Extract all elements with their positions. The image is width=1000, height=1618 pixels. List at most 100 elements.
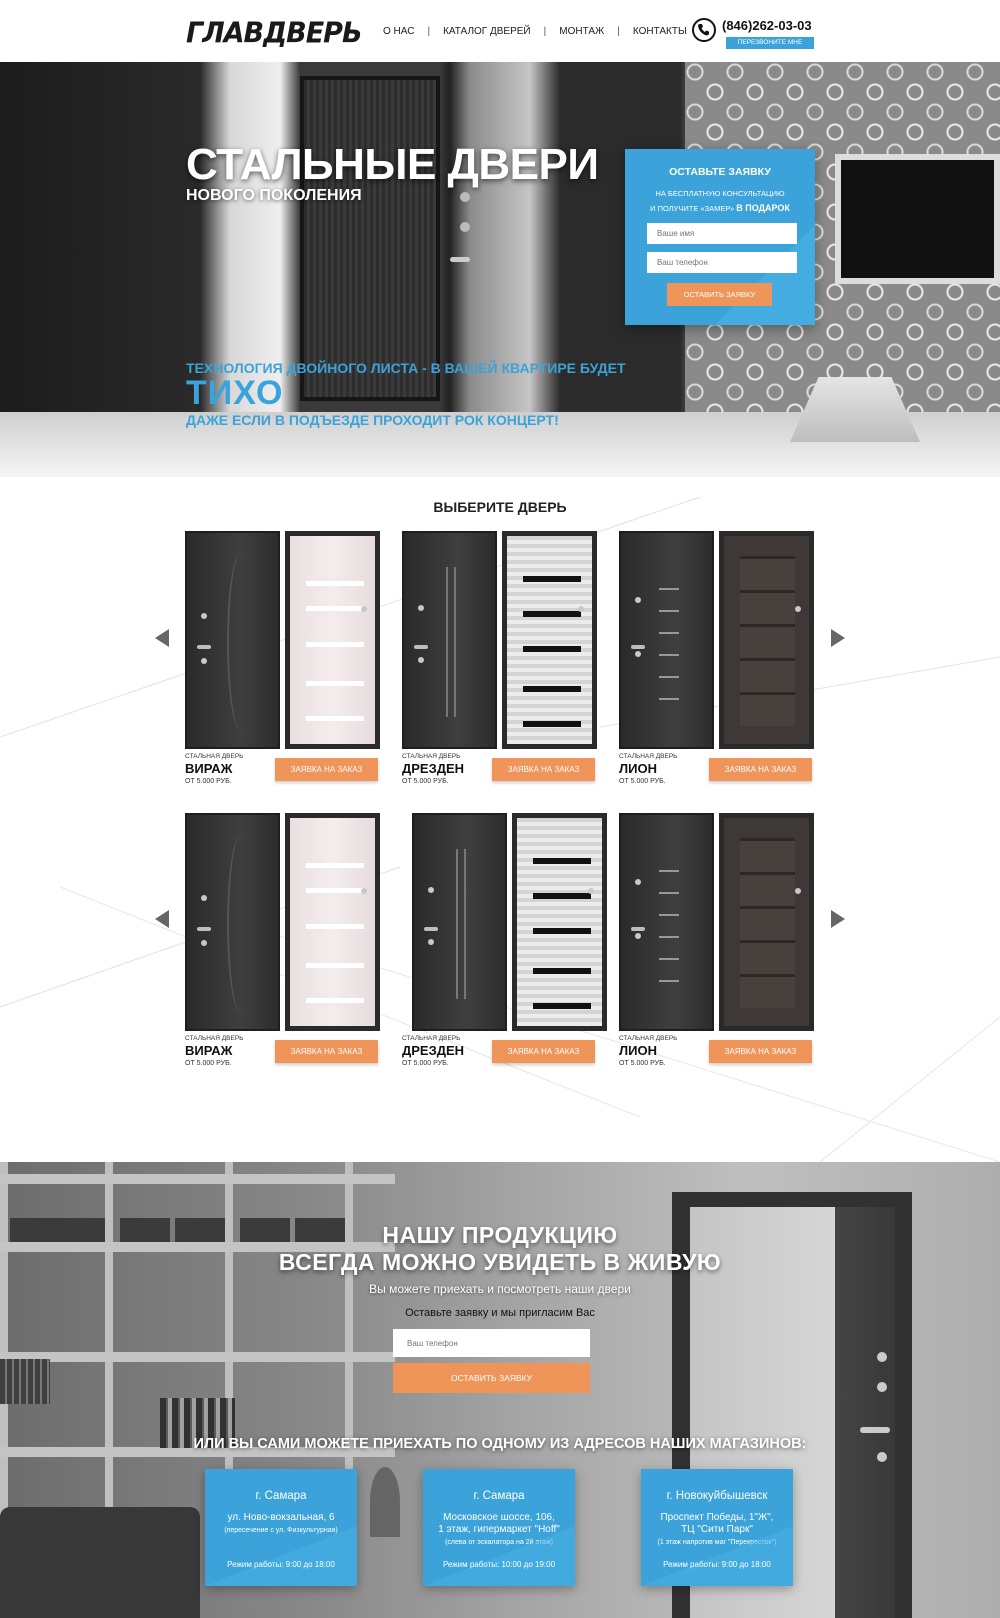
showroom-submit-button[interactable]: ОСТАВИТЬ ЗАЯВКУ [393, 1363, 590, 1393]
store-card-samara-2: г. Самара Московское шоссе, 106, 1 этаж,… [423, 1469, 575, 1586]
showroom-title-2: ВСЕГДА МОЖНО УВИДЕТЬ В ЖИВУЮ [278, 1249, 722, 1275]
hero-tv [835, 154, 1000, 284]
product-kind: СТАЛЬНАЯ ДВЕРЬ [185, 753, 244, 760]
nav-separator: | [427, 26, 431, 37]
product-kind: СТАЛЬНАЯ ДВЕРЬ [619, 1035, 678, 1042]
shelf-post [105, 1162, 113, 1532]
showroom-phone-input[interactable] [393, 1329, 590, 1357]
name-input[interactable] [647, 223, 797, 244]
carousel-next-arrow-icon[interactable] [831, 629, 845, 647]
order-button[interactable]: ЗАЯВКА НА ЗАКАЗ [275, 1040, 378, 1063]
shelf-post [345, 1162, 353, 1532]
showroom-title-1: НАШУ ПРОДУКЦИЮ [382, 1222, 618, 1248]
store-city: г. Самара [473, 1490, 525, 1502]
product-image[interactable] [619, 813, 829, 1031]
nav-separator: | [543, 26, 547, 37]
product-name: ЛИОН [619, 761, 657, 776]
hero-lock [460, 192, 470, 202]
product-price: ОТ 5.000 РУБ. [402, 1060, 449, 1067]
product-kind: СТАЛЬНАЯ ДВЕРЬ [185, 1035, 244, 1042]
storage-box [175, 1218, 225, 1242]
header: ГЛАВДВЕРЬ О НАС | КАТАЛОГ ДВЕРЕЙ | МОНТА… [0, 0, 1000, 62]
product-image[interactable] [185, 813, 395, 1031]
storage-box [10, 1218, 60, 1242]
shelf-post [225, 1162, 233, 1532]
hero-door-handle [450, 257, 470, 262]
nav-item-catalog[interactable]: КАТАЛОГ ДВЕРЕЙ [443, 26, 531, 37]
phone-number[interactable]: (846)262-03-03 [722, 18, 812, 33]
form-line-2: И ПОЛУЧИТЕ «ЗАМЕР» [650, 204, 735, 213]
product-kind: СТАЛЬНАЯ ДВЕРЬ [619, 753, 678, 760]
hero-tagline-1: ТЕХНОЛОГИЯ ДВОЙНОГО ЛИСТА - В ВАШЕЙ КВАР… [186, 360, 626, 376]
product-kind: СТАЛЬНАЯ ДВЕРЬ [402, 1035, 461, 1042]
product-price: ОТ 5.000 РУБ. [402, 778, 449, 785]
carousel-prev-arrow-icon[interactable] [155, 629, 169, 647]
nav-item-about[interactable]: О НАС [383, 26, 415, 37]
store-address: Проспект Победы, 1"Ж", [660, 1512, 774, 1523]
hero-title: СТАЛЬНЫЕ ДВЕРИ [186, 140, 599, 189]
door-lock [877, 1352, 887, 1362]
books [0, 1359, 50, 1404]
product-price: ОТ 5.000 РУБ. [619, 1060, 666, 1067]
storage-box [295, 1218, 345, 1242]
hero-request-form: ОСТАВЬТЕ ЗАЯВКУ НА БЕСПЛАТНУЮ КОНСУЛЬТАЦ… [625, 149, 815, 325]
product-image[interactable] [185, 531, 395, 749]
order-button[interactable]: ЗАЯВКА НА ЗАКАЗ [492, 1040, 595, 1063]
showroom-subtitle-2: Оставьте заявку и мы пригласим Вас [405, 1307, 595, 1319]
main-nav: О НАС | КАТАЛОГ ДВЕРЕЙ | МОНТАЖ | КОНТАК… [370, 26, 700, 37]
product-name: ДРЕЗДЕН [402, 1043, 465, 1058]
nav-item-installation[interactable]: МОНТАЖ [559, 26, 605, 37]
books [160, 1398, 235, 1448]
shelf [0, 1447, 395, 1457]
product-image[interactable] [619, 531, 829, 749]
product-card-lion: СТАЛЬНАЯ ДВЕРЬ ЛИОН ОТ 5.000 РУБ. ЗАЯВКА… [619, 531, 829, 791]
product-price: ОТ 5.000 РУБ. [619, 778, 666, 785]
callback-button[interactable]: ПЕРЕЗВОНИТЕ МНЕ [726, 37, 814, 49]
product-name: ЛИОН [619, 1043, 657, 1058]
storage-box [240, 1218, 290, 1242]
order-button[interactable]: ЗАЯВКА НА ЗАКАЗ [275, 758, 378, 781]
product-price: ОТ 5.000 РУБ. [185, 1060, 232, 1067]
nav-separator: | [617, 26, 620, 37]
logo[interactable]: ГЛАВДВЕРЬ [186, 17, 363, 50]
carousel-next-arrow-icon[interactable] [831, 910, 845, 928]
product-name: ВИРАЖ [185, 761, 233, 776]
product-kind: СТАЛЬНАЯ ДВЕРЬ [402, 753, 461, 760]
catalog-section: ВЫБЕРИТЕ ДВЕРЬ СТАЛЬНАЯ ДВЕРЬ ВИРАЖ ОТ 5… [0, 477, 1000, 1162]
store-address: ул. Ново-вокзальная, 6 [227, 1512, 335, 1523]
store-address-line-2: ТЦ "Сити Парк" [681, 1524, 753, 1535]
product-card-drezden: СТАЛЬНАЯ ДВЕРЬ ДРЕЗДЕН ОТ 5.000 РУБ. ЗАЯ… [402, 531, 612, 791]
door-lock [877, 1452, 887, 1462]
hero-subtitle: НОВОГО ПОКОЛЕНИЯ [186, 187, 362, 204]
store-card-samara-1: г. Самара ул. Ново-вокзальная, 6 (пересе… [205, 1469, 357, 1586]
submit-request-button[interactable]: ОСТАВИТЬ ЗАЯВКУ [667, 283, 772, 306]
product-card-virazh: СТАЛЬНАЯ ДВЕРЬ ВИРАЖ ОТ 5.000 РУБ. ЗАЯВК… [185, 813, 395, 1073]
shelf [0, 1174, 395, 1184]
product-image[interactable] [402, 531, 612, 749]
store-address-line-2: 1 этаж, гипермаркет "Hoff" [438, 1524, 560, 1535]
product-name: ДРЕЗДЕН [402, 761, 465, 776]
hero-lock [460, 222, 470, 232]
hero-banner: СТАЛЬНЫЕ ДВЕРИ НОВОГО ПОКОЛЕНИЯ ТЕХНОЛОГ… [0, 62, 1000, 477]
hero-tagline-2: ТИХО [186, 374, 284, 412]
order-button[interactable]: ЗАЯВКА НА ЗАКАЗ [709, 758, 812, 781]
shelf-post [0, 1162, 8, 1532]
store-note: (пересечение с ул. Физкультурная) [224, 1527, 338, 1534]
store-note: (слева от эскалатора на 2й этаж) [445, 1539, 553, 1546]
showroom-section: НАШУ ПРОДУКЦИЮ ВСЕГДА МОЖНО УВИДЕТЬ В ЖИ… [0, 1162, 1000, 1618]
product-image[interactable] [402, 813, 612, 1031]
store-hours: Режим работы: 10:00 до 19:00 [442, 1560, 556, 1569]
product-price: ОТ 5.000 РУБ. [185, 778, 232, 785]
order-button[interactable]: ЗАЯВКА НА ЗАКАЗ [709, 1040, 812, 1063]
sofa [0, 1507, 200, 1618]
product-card-lion: СТАЛЬНАЯ ДВЕРЬ ЛИОН ОТ 5.000 РУБ. ЗАЯВКА… [619, 813, 829, 1073]
addresses-title: ИЛИ ВЫ САМИ МОЖЕТЕ ПРИЕХАТЬ ПО ОДНОМУ ИЗ… [193, 1436, 807, 1452]
store-card-novokuybyshevsk: г. Новокуйбышевск Проспект Победы, 1"Ж",… [641, 1469, 793, 1586]
hero-door-image [300, 76, 440, 401]
phone-input[interactable] [647, 252, 797, 273]
form-line-2-bold: В ПОДАРОК [736, 203, 790, 213]
nav-item-contacts[interactable]: КОНТАКТЫ [632, 26, 687, 37]
carousel-prev-arrow-icon[interactable] [155, 910, 169, 928]
order-button[interactable]: ЗАЯВКА НА ЗАКАЗ [492, 758, 595, 781]
store-city: г. Новокуйбышевск [666, 1490, 768, 1502]
